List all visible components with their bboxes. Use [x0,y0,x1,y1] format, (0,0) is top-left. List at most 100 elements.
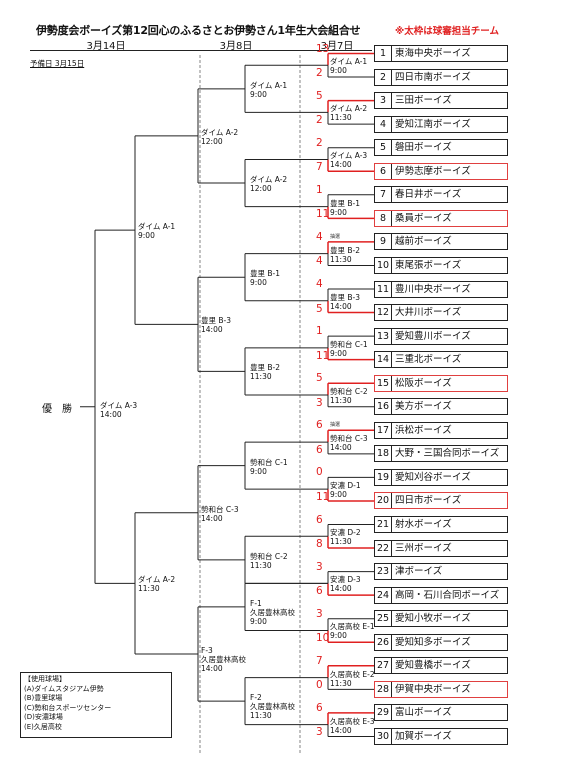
team-number: 27 [375,658,392,674]
score: 0 [316,679,323,692]
team-number: 7 [375,187,392,203]
team-name: 磐田ボーイズ [395,142,452,154]
team-name: 愛知豊橋ボーイズ [395,660,471,672]
match-label-round1: ダイム A-3 14:00 [330,151,368,170]
score: 6 [316,513,323,526]
team-number: 15 [375,375,392,391]
team-name: 高岡・石川合同ボーイズ [395,589,500,601]
reserve-day: 予備日 3月15日 [30,59,85,68]
lottery-note: 抽選 [330,233,341,240]
team-name: 伊勢志摩ボーイズ [395,165,471,177]
score: 3 [316,607,323,620]
score: 4 [316,230,323,243]
team-name: 愛知知多ボーイズ [395,636,471,648]
match-label-round2: ダイム A-2 12:00 [201,127,239,146]
team-number: 28 [375,681,392,697]
match-label-round2: 勢和台 C-1 9:00 [250,457,288,476]
team-number: 19 [375,469,392,485]
team-number: 24 [375,587,392,603]
score: 3 [316,726,323,739]
team-number: 20 [375,493,392,509]
score: 2 [316,114,323,127]
score: 0 [316,466,323,479]
score: 3 [316,396,323,409]
team-number: 26 [375,634,392,650]
team-number: 16 [375,399,392,415]
score: 11 [316,349,330,362]
legend-item: (D)安濃球場 [24,713,63,721]
team-name: 加賀ボーイズ [395,730,452,742]
match-label-round1: 安濃 D-2 11:30 [330,528,361,547]
team-name: 美方ボーイズ [395,401,452,413]
team-name: 伊賀中央ボーイズ [395,683,471,695]
match-label-round1: 勢和台 C-1 9:00 [330,339,368,358]
team-number: 11 [375,281,392,297]
score: 6 [316,419,323,432]
team-name: 三田ボーイズ [395,95,452,107]
score: 10 [316,632,330,645]
score: 3 [316,560,323,573]
score: 2 [316,136,323,149]
lottery-note: 抽選 [330,422,341,429]
team-number: 5 [375,140,392,156]
match-label-round2: ダイム A-2 12:00 [250,175,288,194]
team-name: 愛知江南ボーイズ [395,118,471,130]
match-label-round1: 久居高校 E-1 9:00 [330,622,375,641]
score: 11 [316,490,330,503]
team-name: 浜松ボーイズ [395,424,452,436]
team-name: 富山ボーイズ [395,707,452,719]
team-name: 東海中央ボーイズ [395,48,471,59]
team-number: 23 [375,564,392,580]
match-label-round2: ダイム A-1 9:00 [250,80,288,99]
match-label-round2: F-2 久居豊林高校 11:30 [250,693,295,721]
score: 7 [316,654,323,667]
team-number: 1 [375,46,392,61]
match-label-round2: 豊里 B-2 11:30 [250,363,281,382]
match-label-round1: 勢和台 C-2 11:30 [330,386,368,405]
match-label-round1: ダイム A-2 11:30 [330,104,368,123]
match-label-round1: 豊里 B-1 9:00 [330,198,361,217]
team-number: 3 [375,93,392,109]
match-label-round3: 勢和台 C-3 14:00 [201,504,239,523]
date-round-2: 3月8日 [219,41,253,52]
team-name: 豊川中央ボーイズ [395,283,471,295]
date-round-final: 3月14日 [86,41,126,52]
team-number: 13 [375,328,392,344]
team-number: 12 [375,305,392,321]
score: 8 [316,538,323,551]
team-name: 四日市ボーイズ [395,495,462,507]
team-name: 三重北ボーイズ [395,354,462,366]
team-number: 8 [375,210,392,226]
match-label-semifinal: ダイム A-2 11:30 [138,575,176,594]
date-underline [300,50,372,51]
match-label-round2: 勢和台 C-2 11:30 [250,551,288,570]
legend-item: (B)豊里球場 [24,694,63,702]
team-number: 30 [375,728,392,744]
score: 1 [316,183,323,196]
team-number: 21 [375,517,392,532]
referee-note: ※太枠は球審担当チーム [395,26,499,37]
team-number: 2 [375,69,392,85]
score: 6 [316,701,323,714]
match-label-round1: 久居高校 E-2 11:30 [330,669,375,688]
match-label-round2: 豊里 B-1 9:00 [250,269,281,288]
match-label-round3: F-3 久居豊林高校 14:00 [201,646,246,674]
match-label-round1: 安濃 D-1 9:00 [330,481,361,500]
